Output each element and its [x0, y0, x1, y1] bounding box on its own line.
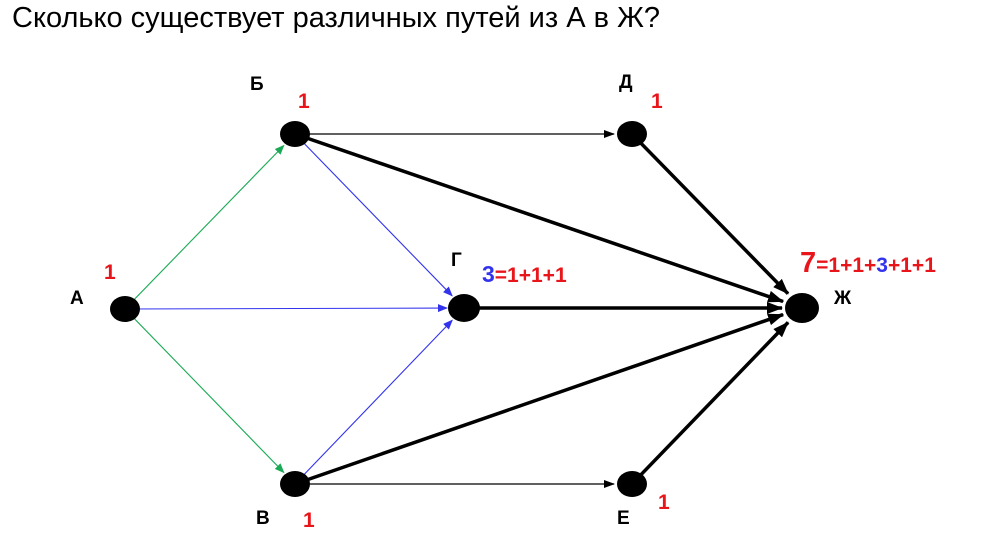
- count-zh-formula-1: =1+1+: [816, 254, 876, 277]
- node-zh: [785, 293, 819, 323]
- node-label-v: В: [256, 508, 270, 529]
- node-label-b: Б: [250, 74, 264, 95]
- count-zh-value: 7: [800, 247, 816, 279]
- edge-d-zh: [630, 132, 790, 295]
- count-d: 1: [651, 90, 663, 113]
- edge-e-zh: [630, 321, 790, 486]
- edge-a-b: [124, 144, 285, 310]
- node-e: [617, 471, 647, 497]
- count-zh: 7=1+1+3+1+1: [800, 247, 936, 279]
- node-label-a: А: [70, 288, 84, 309]
- question-title: Сколько существует различных путей из А …: [12, 2, 660, 34]
- count-g-formula: =1+1+1: [495, 264, 567, 287]
- count-zh-formula-3: +1+1: [888, 254, 936, 277]
- node-label-g: Г: [451, 250, 462, 271]
- count-g: 3=1+1+1: [482, 261, 567, 287]
- edge-v-zh: [294, 312, 785, 486]
- edge-b-zh: [294, 132, 785, 304]
- node-b: [280, 121, 310, 147]
- edge-b-g: [294, 133, 453, 297]
- count-zh-formula-2: 3: [876, 254, 888, 277]
- node-label-e: Е: [617, 508, 630, 529]
- count-e: 1: [658, 491, 670, 514]
- node-a: [110, 296, 140, 322]
- edge-a-g: [124, 304, 449, 313]
- count-v: 1: [303, 509, 315, 532]
- node-label-d: Д: [619, 72, 633, 93]
- edge-a-v: [124, 308, 285, 474]
- edge-v-g: [294, 319, 453, 485]
- count-a: 1: [104, 261, 116, 284]
- node-g: [448, 294, 480, 322]
- count-b: 1: [298, 90, 310, 113]
- node-label-zh: Ж: [833, 288, 852, 309]
- node-v: [280, 471, 310, 497]
- node-d: [617, 121, 647, 147]
- count-g-value: 3: [482, 261, 495, 287]
